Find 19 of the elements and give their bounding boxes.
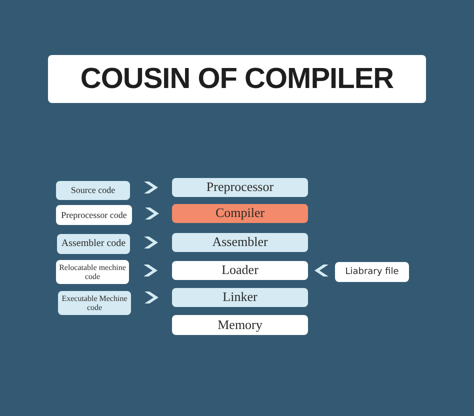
stage-box: Assembler bbox=[172, 233, 308, 252]
stage-box: Preprocessor bbox=[172, 178, 308, 197]
chevron-arrow bbox=[144, 292, 158, 304]
code-box: Assembler code bbox=[57, 234, 130, 254]
code-box: Executable Mechine code bbox=[58, 291, 131, 315]
input-box: Liabrary file bbox=[335, 262, 409, 282]
stage-box: Compiler bbox=[172, 204, 308, 223]
chevron-arrow bbox=[144, 264, 158, 276]
chevron-arrow bbox=[314, 264, 328, 276]
chevron-arrow bbox=[144, 236, 158, 248]
code-box: Source code bbox=[56, 181, 130, 200]
title-banner: COUSIN OF COMPILER bbox=[48, 55, 426, 103]
chevron-arrow bbox=[144, 182, 158, 194]
stage-box: Linker bbox=[172, 288, 308, 307]
code-box: Relocatable mechine code bbox=[56, 260, 129, 284]
chevron-arrow bbox=[145, 208, 159, 220]
stage-box: Memory bbox=[172, 315, 308, 335]
code-box: Preprocessor code bbox=[56, 205, 132, 225]
stage-box: Loader bbox=[172, 261, 308, 280]
